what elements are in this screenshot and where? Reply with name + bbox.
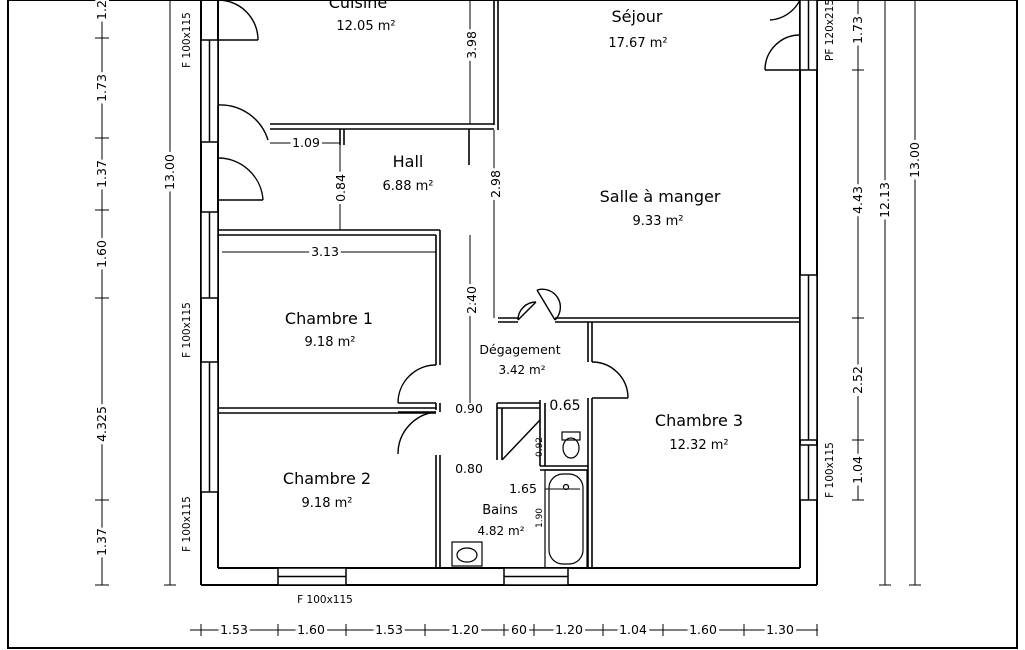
- exterior-walls: [200, 0, 818, 586]
- room-labels: Cuisine 12.05 m² Séjour 17.67 m² Hall 6.…: [283, 0, 743, 538]
- dim-left-1: 1.73: [94, 74, 109, 102]
- room-chambre3-area: 12.32 m²: [669, 438, 728, 453]
- window-label-bottom: F 100x115: [297, 594, 353, 606]
- room-sejour-area: 17.67 m²: [608, 36, 667, 51]
- right-dimensions: 1.73 4.43 2.52 1.04 12.13 13.00: [847, 13, 925, 487]
- dim-hall-depth: 0.84: [333, 174, 348, 202]
- dim-right-2: 2.52: [850, 366, 865, 394]
- dim-wc-depth: 0.92: [535, 437, 545, 457]
- window-openings: [200, 0, 818, 586]
- dim-tub-length: 1.65: [509, 481, 537, 496]
- room-bains-name: Bains: [482, 503, 518, 518]
- dim-right-0: 1.73: [850, 16, 865, 44]
- interior-walls: [218, 0, 800, 568]
- dim-door2: 0.80: [455, 461, 483, 476]
- dim-left-0: 1.2: [94, 0, 109, 20]
- dim-wc-width: 0.65: [549, 398, 580, 414]
- bottom-dimensions: 1.53 1.60 1.53 1.20 60 1.20 1.04 1.60 1.…: [217, 619, 797, 640]
- dim-bottom-0: 1.53: [220, 622, 248, 637]
- room-sejour-name: Séjour: [612, 7, 663, 26]
- dim-right-3: 1.04: [850, 456, 865, 484]
- dim-right-1: 4.43: [850, 186, 865, 214]
- room-salle-area: 9.33 m²: [633, 214, 684, 229]
- dim-chambre1-width: 3.13: [311, 244, 339, 259]
- sink: [451, 541, 483, 567]
- room-cuisine-name: Cuisine: [329, 0, 388, 12]
- dim-tub-width: 1.90: [535, 508, 545, 528]
- dim-bottom-1: 1.60: [297, 622, 325, 637]
- left-dimension-chain: [95, 0, 176, 586]
- dim-kitchen-height: 3.98: [464, 31, 479, 59]
- frame-border: [7, 0, 1018, 649]
- dim-right-mid: 12.13: [877, 182, 892, 218]
- dim-bottom-2: 1.53: [375, 622, 403, 637]
- left-dimensions: 1.2 1.73 1.37 1.60 4.325 1.37 13.00: [91, 0, 180, 559]
- dim-bottom-7: 1.60: [689, 622, 717, 637]
- dim-left-2: 1.37: [94, 160, 109, 188]
- dim-corridor-height: 2.98: [488, 170, 503, 198]
- room-cuisine-area: 12.05 m²: [336, 19, 395, 34]
- window-label-right-low: F 100x115: [824, 442, 836, 498]
- room-hall-area: 6.88 m²: [383, 179, 434, 194]
- room-chambre3-name: Chambre 3: [655, 411, 743, 430]
- bath-fixtures: [451, 431, 588, 569]
- room-salle-name: Salle à manger: [600, 187, 721, 206]
- dim-right-total: 13.00: [907, 142, 922, 178]
- window-label-left-mid: F 100x115: [181, 302, 193, 358]
- inner-dimension-lines: [222, 0, 580, 490]
- room-bains-area: 4.82 m²: [477, 524, 524, 538]
- dim-bottom-5: 1.20: [555, 622, 583, 637]
- dim-bottom-8: 1.30: [766, 622, 794, 637]
- room-chambre1-area: 9.18 m²: [305, 335, 356, 350]
- bathtub: [544, 469, 588, 569]
- window-label-top-left: F 100x115: [181, 12, 193, 68]
- window-label-top-right: PF 120x215: [824, 0, 836, 61]
- room-chambre1-name: Chambre 1: [285, 309, 373, 328]
- dim-left-5: 1.37: [94, 528, 109, 556]
- room-chambre2-name: Chambre 2: [283, 469, 371, 488]
- inner-dimensions: 3.98 1.09 0.84 2.98 3.13 2.40 0.90 0.80 …: [289, 28, 581, 528]
- dim-left-3: 1.60: [94, 240, 109, 268]
- room-degagement-name: Dégagement: [479, 342, 560, 357]
- toilet: [561, 431, 581, 441]
- bottom-dimension-chain: [190, 624, 818, 636]
- window-label-left-low: F 100x115: [181, 496, 193, 552]
- dim-left-total: 13.00: [162, 154, 177, 190]
- dim-bottom-3: 1.20: [451, 622, 479, 637]
- room-hall-name: Hall: [393, 152, 424, 171]
- room-degagement-area: 3.42 m²: [498, 363, 545, 377]
- dim-door1: 0.90: [455, 401, 483, 416]
- dim-bottom-6: 1.04: [619, 622, 647, 637]
- dim-bottom-4: 60: [511, 622, 527, 637]
- dim-left-4: 4.325: [94, 406, 109, 442]
- dim-hall-width: 1.09: [292, 135, 320, 150]
- dim-degagement-height: 2.40: [464, 286, 479, 314]
- right-dimension-chain: [852, 0, 921, 586]
- room-chambre2-area: 9.18 m²: [302, 496, 353, 511]
- doors: [217, 0, 801, 461]
- window-labels: F 100x115 F 100x115 F 100x115 F 100x115 …: [181, 0, 836, 606]
